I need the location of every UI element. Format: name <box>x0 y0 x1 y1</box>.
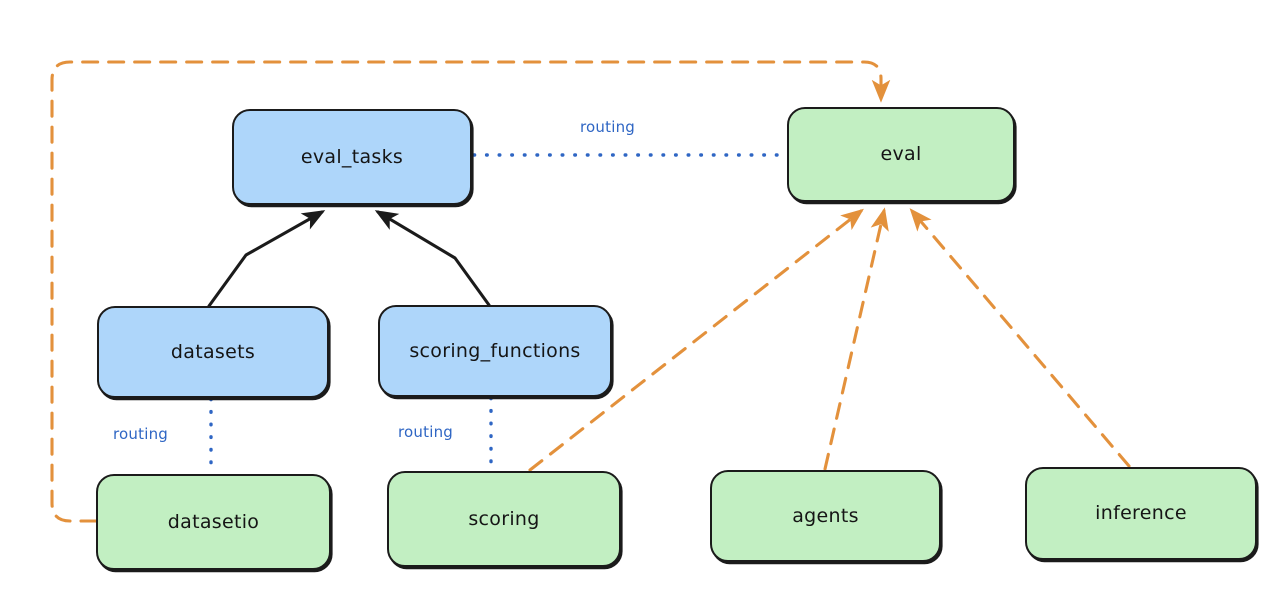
node-scoring-functions[interactable]: scoring_functions <box>378 305 612 397</box>
node-label: inference <box>1095 502 1187 525</box>
node-datasetio[interactable]: datasetio <box>96 474 331 570</box>
edge-label-routing-scoring-functions: routing <box>398 423 453 441</box>
node-agents[interactable]: agents <box>710 470 941 562</box>
edge-agents-to-eval <box>823 207 889 471</box>
node-datasets[interactable]: datasets <box>97 306 329 398</box>
edge-inference-to-eval <box>909 208 1131 468</box>
node-label: eval <box>880 143 922 166</box>
edge-label-routing-datasets: routing <box>113 425 168 443</box>
edge-label-routing-eval-tasks: routing <box>580 118 635 136</box>
node-eval[interactable]: eval <box>787 107 1015 202</box>
edge-datasets-to-eval-tasks <box>207 210 326 308</box>
node-label: scoring <box>468 507 540 530</box>
node-scoring[interactable]: scoring <box>387 471 621 567</box>
node-eval-tasks[interactable]: eval_tasks <box>232 109 472 205</box>
edge-scoring-functions-to-eval-tasks <box>374 210 491 307</box>
node-label: eval_tasks <box>300 145 404 168</box>
node-inference[interactable]: inference <box>1025 467 1257 560</box>
node-label: datasets <box>170 340 256 363</box>
node-label: datasetio <box>167 510 260 533</box>
node-label: agents <box>792 504 859 527</box>
node-label: scoring_functions <box>409 339 581 362</box>
